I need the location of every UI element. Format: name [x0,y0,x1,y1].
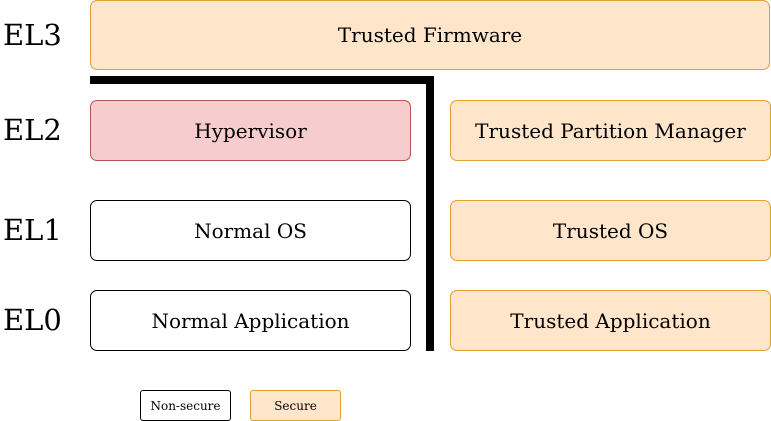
trusted-firmware-label: Trusted Firmware [337,23,523,47]
trusted-application-box: Trusted Application [450,290,771,351]
legend-non-secure-label: Non-secure [150,398,221,413]
normal-application-box: Normal Application [90,290,411,351]
el2-label: EL2 [3,113,62,147]
normal-os-box: Normal OS [90,200,411,261]
trusted-partition-manager-box: Trusted Partition Manager [450,100,771,161]
trusted-application-label: Trusted Application [510,308,711,333]
normal-os-label: Normal OS [194,218,307,243]
el0-label: EL0 [3,303,62,337]
normal-application-label: Normal Application [151,308,350,333]
trusted-firmware-box: Trusted Firmware [90,0,770,70]
el3-label: EL3 [3,18,62,52]
trusted-os-box: Trusted OS [450,200,771,261]
legend-secure-label: Secure [274,398,317,413]
hypervisor-label: Hypervisor [194,118,307,143]
legend-non-secure: Non-secure [140,390,231,421]
legend-secure: Secure [250,390,341,421]
hypervisor-box: Hypervisor [90,100,411,161]
trusted-os-label: Trusted OS [552,218,669,243]
world-divider-vertical [426,76,434,351]
el1-label: EL1 [3,213,62,247]
trusted-partition-manager-label: Trusted Partition Manager [475,118,746,143]
world-divider-horizontal [90,76,434,84]
